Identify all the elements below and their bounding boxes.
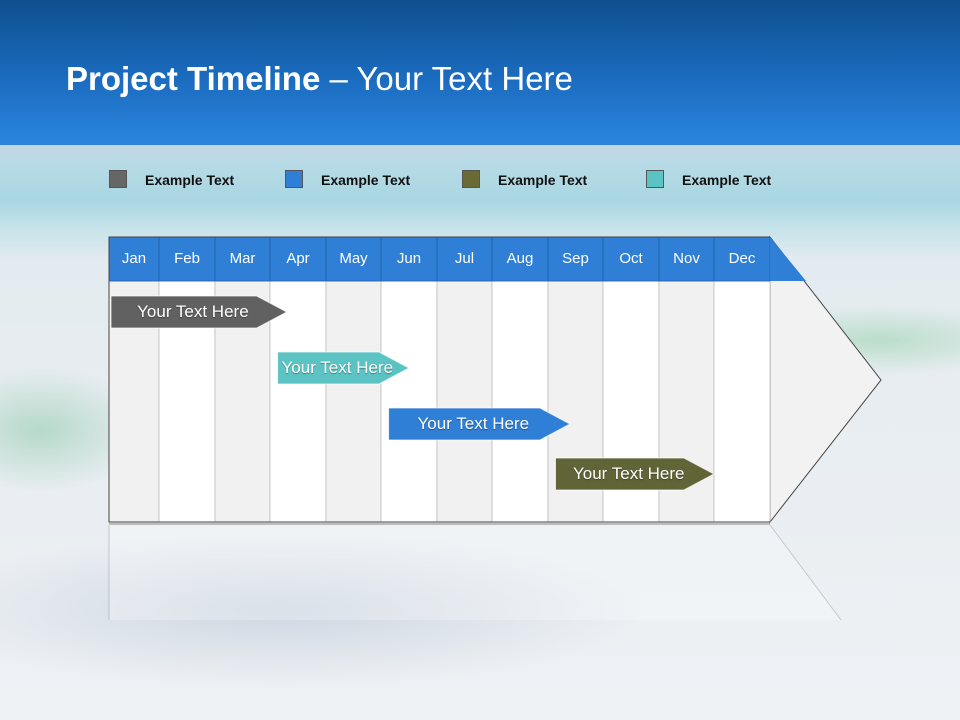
month-label-sep: Sep [562, 250, 589, 267]
month-band-tip [770, 237, 806, 281]
month-label-nov: Nov [673, 250, 700, 267]
month-header-cell [158, 236, 216, 282]
month-header-cell [436, 236, 493, 282]
page-title: Project Timeline – Your Text Here [66, 60, 573, 98]
month-header-cell [491, 236, 549, 282]
task-label-2: Your Text Here [281, 358, 394, 377]
month-label-jun: Jun [396, 250, 422, 267]
task-label-4: Your Text Here [572, 464, 685, 483]
month-header-cell [658, 236, 715, 282]
month-header-cell [547, 236, 604, 282]
title-banner [0, 0, 960, 145]
month-column [491, 280, 549, 523]
month-label-oct: Oct [619, 250, 643, 267]
month-column [380, 280, 438, 523]
month-column [436, 280, 493, 523]
task-label-1: Your Text Here [137, 302, 249, 321]
legend-swatch-4 [646, 170, 664, 188]
month-column [325, 280, 382, 523]
month-label-mar: Mar [229, 250, 256, 267]
task-bar-4 [555, 457, 716, 491]
timeline-outline [108, 236, 770, 523]
month-column [713, 280, 771, 523]
legend-label-2: Example Text [321, 172, 411, 188]
month-label-jul: Jul [454, 250, 475, 267]
legend-label-4: Example Text [682, 172, 772, 188]
month-label-jan: Jan [121, 250, 147, 267]
task-label-3: Your Text Here [417, 414, 530, 433]
legend-swatch-3 [462, 170, 480, 188]
title-rest: – Your Text Here [320, 60, 573, 97]
task-bar-3 [388, 407, 572, 441]
legend-label-1: Example Text [145, 172, 235, 188]
legend-swatch-1 [109, 170, 127, 188]
month-column [269, 280, 327, 523]
reflection-line [769, 524, 842, 621]
month-label-apr: Apr [286, 250, 310, 267]
timeline-reflection [109, 525, 841, 620]
task-bar-1 [110, 295, 288, 329]
legend-swatch-2 [285, 170, 303, 188]
legend-label-3: Example Text [498, 172, 588, 188]
month-header-cell [380, 236, 438, 282]
month-header-cell [108, 236, 160, 282]
month-label-feb: Feb [174, 250, 200, 267]
title-bold: Project Timeline [66, 60, 321, 97]
month-label-may: May [339, 250, 368, 267]
month-label-dec: Dec [728, 250, 756, 267]
month-header-cell [602, 236, 660, 282]
task-bar-2 [277, 351, 411, 385]
month-header-cell [325, 236, 382, 282]
month-label-aug: Aug [506, 250, 534, 267]
